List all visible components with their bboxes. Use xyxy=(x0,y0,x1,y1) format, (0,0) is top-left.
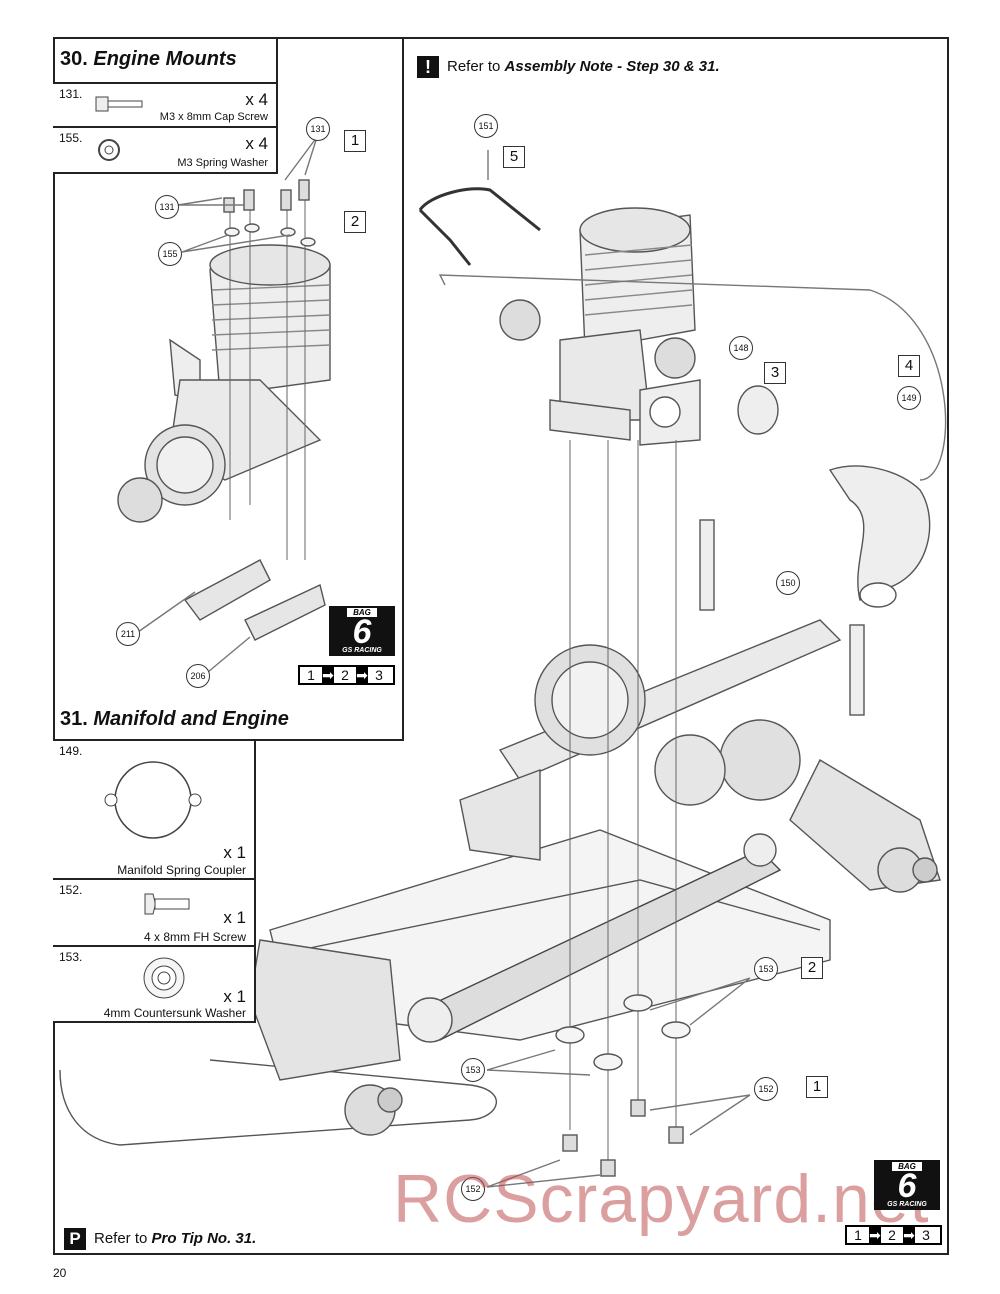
sequence-step: 3 xyxy=(922,1227,930,1243)
step-sequence: 1 ➡ 2 ➡ 3 xyxy=(845,1225,942,1245)
order-label: 2 xyxy=(344,211,366,233)
note-prefix: Refer to xyxy=(447,57,505,75)
part-number: 149. xyxy=(59,744,83,758)
part-number: 153. xyxy=(59,950,83,964)
countersunk-washer-icon xyxy=(143,957,185,999)
sequence-step: 2 xyxy=(888,1227,896,1243)
spring-coupler-icon xyxy=(104,761,202,839)
part-description: Manifold Spring Coupler xyxy=(117,863,246,877)
part-number: 155. xyxy=(59,131,83,145)
bag-label: BAG xyxy=(347,608,377,617)
sequence-step: 1 xyxy=(854,1227,862,1243)
callout-152: 152 xyxy=(461,1177,485,1201)
watermark: RCScrapyard.net xyxy=(393,1161,930,1237)
step-sequence: 1 ➡ 2 ➡ 3 xyxy=(298,665,395,685)
order-label: 4 xyxy=(898,355,920,377)
part-row-152: 152. x 1 4 x 8mm FH Screw xyxy=(53,880,256,947)
order-label: 1 xyxy=(344,130,366,152)
part-description: M3 Spring Washer xyxy=(177,157,268,169)
part-row-153: 153. x 1 4mm Countersunk Washer xyxy=(53,947,256,1023)
callout-150: 150 xyxy=(776,571,800,595)
arrow-icon: ➡ xyxy=(356,667,368,683)
exclamation-icon: ! xyxy=(417,56,439,78)
bag-label: BAG xyxy=(892,1162,922,1171)
part-quantity: x 1 xyxy=(223,908,246,927)
cap-screw-icon xyxy=(95,96,143,112)
callout-153: 153 xyxy=(461,1058,485,1082)
callout-153: 153 xyxy=(754,957,778,981)
callout-148: 148 xyxy=(729,336,753,360)
bag-badge: BAG 6 GS RACING xyxy=(874,1160,940,1210)
callout-131: 131 xyxy=(155,195,179,219)
page-number: 20 xyxy=(53,1266,67,1280)
part-quantity: x 1 xyxy=(223,987,246,1006)
assembly-note: ! Refer to Assembly Note - Step 30 & 31. xyxy=(417,56,720,78)
tip-reference: Pro Tip No. 31. xyxy=(151,1229,257,1247)
part-quantity: x 4 xyxy=(245,134,268,153)
part-quantity: x 1 xyxy=(223,843,246,862)
order-label: 2 xyxy=(801,957,823,979)
callout-206: 206 xyxy=(186,664,210,688)
bag-number: 6 xyxy=(352,613,372,651)
sequence-step: 2 xyxy=(341,667,349,683)
part-description: M3 x 8mm Cap Screw xyxy=(159,111,268,123)
step30-title-text: Engine Mounts xyxy=(93,48,237,70)
arrow-icon: ➡ xyxy=(322,667,334,683)
sequence-step: 1 xyxy=(307,667,315,683)
bag-badge: BAG 6 GS RACING xyxy=(329,606,395,656)
callout-155: 155 xyxy=(158,242,182,266)
step30-number: 30. xyxy=(60,48,88,70)
callout-149: 149 xyxy=(897,386,921,410)
arrow-icon: ➡ xyxy=(869,1227,881,1243)
step31-title-text: Manifold and Engine xyxy=(93,708,289,730)
note-reference: Assembly Note - Step 30 & 31. xyxy=(504,57,720,75)
step31-number: 31. xyxy=(60,708,88,730)
fh-screw-icon xyxy=(144,893,190,915)
part-number: 152. xyxy=(59,883,83,897)
callout-152: 152 xyxy=(754,1077,778,1101)
part-row-155: 155. x 4 M3 Spring Washer xyxy=(53,128,278,174)
tip-prefix: Refer to xyxy=(94,1229,152,1247)
callout-211: 211 xyxy=(116,622,140,646)
order-label: 3 xyxy=(764,362,786,384)
callout-151: 151 xyxy=(474,114,498,138)
order-label: 1 xyxy=(806,1076,828,1098)
arrow-icon: ➡ xyxy=(903,1227,915,1243)
callout-131: 131 xyxy=(306,117,330,141)
part-row-149: 149. x 1 Manifold Spring Coupler xyxy=(53,741,256,880)
pro-tip-icon: P xyxy=(64,1228,86,1250)
bag-brand: GS RACING xyxy=(887,1201,927,1208)
pro-tip: P Refer to Pro Tip No. 31. xyxy=(64,1228,256,1250)
spring-washer-icon xyxy=(98,139,120,161)
sequence-step: 3 xyxy=(375,667,383,683)
part-number: 131. xyxy=(59,87,83,101)
step31-title: 31. Manifold and Engine xyxy=(60,708,289,731)
step30-title: 30. Engine Mounts xyxy=(60,48,237,71)
bag-number: 6 xyxy=(897,1167,917,1205)
part-description: 4 x 8mm FH Screw xyxy=(143,930,246,944)
part-description: 4mm Countersunk Washer xyxy=(103,1006,246,1020)
order-label: 5 xyxy=(503,146,525,168)
step30-title-box xyxy=(53,37,278,84)
bag-brand: GS RACING xyxy=(342,647,382,654)
part-quantity: x 4 xyxy=(245,90,268,109)
part-row-131: 131. x 4 M3 x 8mm Cap Screw xyxy=(53,84,278,128)
